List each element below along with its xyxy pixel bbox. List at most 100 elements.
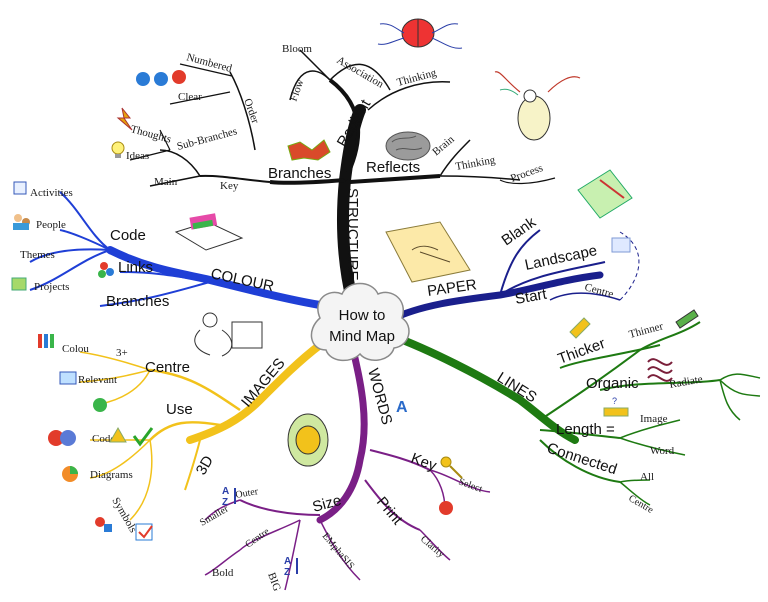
start-label: Start — [514, 286, 549, 308]
item-brain: Brain — [430, 133, 457, 158]
3d-face-icon — [287, 413, 329, 467]
sort-az-big-icon: A Z — [284, 556, 298, 578]
branch-lines: LINES Thicker Organic Length = Connected… — [386, 320, 761, 516]
central-node: How to Mind Map — [310, 282, 410, 362]
item-people: People — [36, 219, 66, 231]
links-label: Links — [118, 259, 153, 276]
blank-label: Blank — [499, 214, 540, 250]
item-association: Association — [335, 54, 386, 91]
svg-text:Z: Z — [222, 497, 228, 508]
item-flow: Flow — [288, 78, 307, 103]
item-all: All — [640, 471, 654, 483]
svg-text:A: A — [222, 486, 229, 497]
drawing-people-icon — [194, 312, 263, 357]
branch-images: IMAGES Centre Use 3D Colou 3+ Relevant C… — [62, 341, 324, 535]
item-centre-words: Centre — [243, 526, 272, 551]
length-label: Length = — [556, 421, 615, 438]
figure-icon — [494, 71, 581, 141]
organic-label: Organic — [586, 375, 639, 392]
item-order: Order — [241, 97, 261, 126]
landscape-sheet-icon — [611, 237, 631, 253]
paper-map-icon — [385, 221, 471, 283]
highlighter-icon — [569, 317, 591, 339]
item-colou: Colou — [62, 343, 89, 355]
item-word: Word — [650, 445, 675, 457]
item-bold: Bold — [212, 567, 234, 579]
projects-icon — [11, 277, 27, 291]
branch-words: WORDS Key Print Size Select Clarity Oute… — [198, 341, 491, 593]
use-label: Use — [166, 401, 193, 418]
item-radiate: Radiate — [668, 373, 703, 391]
item-outer: Outer — [235, 486, 260, 501]
code-label: Code — [110, 227, 146, 244]
item-bloom: Bloom — [282, 43, 312, 55]
people-icon — [13, 214, 30, 230]
paper-label: PAPER — [426, 276, 478, 300]
item-emphasis: EMphaSIS — [320, 531, 357, 572]
chart-icon — [62, 466, 78, 482]
colour-branches-label: Branches — [106, 293, 169, 310]
item-thoughts: Thoughts — [129, 123, 172, 145]
checklist-icon — [135, 523, 153, 541]
svg-text:Z: Z — [284, 567, 290, 578]
select-number-icon — [439, 501, 453, 515]
connected-label: Connected — [545, 440, 619, 479]
organic-squiggle-icon — [647, 358, 673, 382]
item-centre-lines: Centre — [627, 493, 656, 516]
key-icon — [440, 456, 463, 479]
item-projects: Projects — [34, 281, 69, 293]
centre-label: Centre — [145, 359, 190, 376]
item-big: BIG — [265, 571, 283, 593]
center-title-line1: How to — [339, 307, 386, 324]
item-relevant: Relevant — [78, 374, 117, 386]
activities-icon — [13, 181, 27, 195]
sketch-icon — [287, 139, 331, 161]
item-thinner: Thinner — [628, 320, 665, 341]
colour-pencils-icon — [174, 213, 244, 251]
number-one-icon — [93, 398, 107, 412]
item-sub-branches: Sub-Branches — [176, 125, 239, 153]
reflects-label: Reflects — [366, 159, 420, 176]
svg-text:A: A — [396, 399, 408, 416]
check-icon — [132, 427, 154, 447]
pencil-icon — [675, 309, 699, 329]
item-activities: Activities — [30, 187, 73, 199]
svg-text:?: ? — [612, 396, 617, 406]
item-numbered: Numbered — [185, 51, 233, 75]
item-diagrams: Diagrams — [90, 469, 133, 481]
landscape-label: Landscape — [523, 242, 598, 274]
item-ideas: Ideas — [126, 150, 149, 162]
item-select: Select — [457, 476, 484, 495]
ruler-icon: ? — [603, 396, 629, 417]
numbers-icon — [136, 70, 186, 86]
relevant-picture-icon — [59, 371, 77, 385]
center-title-line2: Mind Map — [329, 328, 395, 345]
branches-label: Branches — [268, 165, 331, 182]
font-a-icon: A — [396, 399, 408, 416]
print-label: Print — [373, 494, 406, 529]
lightbulb-icon — [111, 141, 125, 158]
lightning-icon — [116, 107, 133, 131]
brain-grey-icon — [385, 131, 431, 161]
item-3plus: 3+ — [116, 347, 128, 359]
brain-icon — [377, 18, 463, 49]
item-main: Main — [154, 176, 178, 188]
question-icon — [48, 430, 76, 446]
colored-balls-icon — [98, 262, 114, 278]
item-clear: Clear — [178, 91, 202, 103]
symbols-icon — [95, 517, 112, 532]
branch-colour: COLOUR Code Links Branches Activities Pe… — [20, 187, 324, 310]
branch-structure: STRUCTURE Branches Radiant Reflects Main… — [126, 43, 556, 306]
item-clarity: Clarity — [418, 534, 446, 560]
item-thinking-reflects: Thinking — [454, 154, 496, 173]
item-key: Key — [220, 180, 239, 192]
item-themes: Themes — [20, 249, 55, 261]
sort-az-icon: A Z — [222, 486, 236, 508]
size-label: Size — [311, 492, 344, 516]
item-centre-paper: Centre — [583, 281, 615, 300]
warning-icon — [109, 426, 127, 443]
svg-text:A: A — [284, 556, 291, 567]
item-thinking-radiant: Thinking — [396, 67, 439, 89]
book-icon — [577, 169, 633, 219]
